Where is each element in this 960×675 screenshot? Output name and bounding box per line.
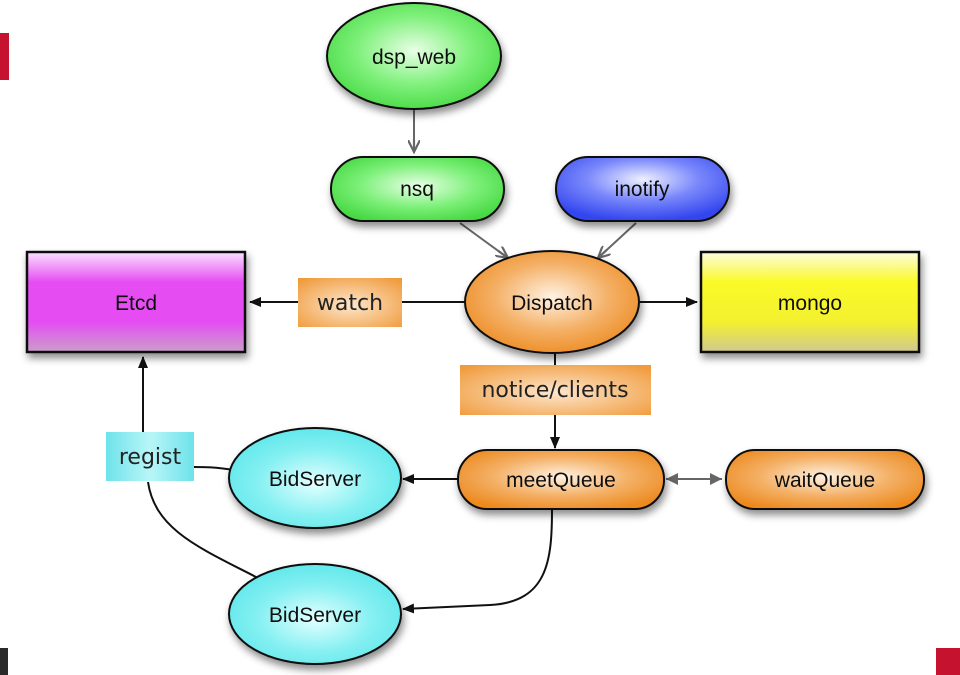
node-dsp-web: dsp_web: [326, 2, 502, 110]
node-inotify: inotify: [555, 156, 730, 222]
node-mongo-label: mongo: [778, 292, 842, 315]
edge-label-watch: watch: [298, 278, 402, 327]
node-etcd-label: Etcd: [115, 292, 157, 315]
node-inotify-label: inotify: [615, 178, 670, 201]
node-dsp-web-label: dsp_web: [372, 46, 456, 69]
node-bidserver-1-label: BidServer: [269, 468, 361, 491]
edge-meetqueue-to-bidserver-2: [402, 508, 553, 614]
edge-label-notice-clients: notice/clients: [460, 365, 651, 415]
slide-accent-bottom-left: [0, 648, 8, 675]
edge-bidserver-1-to-regist: [192, 466, 235, 471]
edge-label-regist-text: regist: [119, 445, 182, 470]
slide-accent-top-left: [0, 33, 9, 80]
node-meetqueue-label: meetQueue: [506, 469, 616, 492]
node-mongo: mongo: [699, 250, 921, 354]
node-nsq-label: nsq: [400, 178, 434, 201]
node-dispatch: Dispatch: [464, 250, 640, 354]
edge-bidserver-2-to-regist: [147, 481, 259, 579]
node-bidserver-2: BidServer: [228, 563, 402, 665]
node-bidserver-1: BidServer: [228, 427, 402, 529]
edge-label-notice-clients-text: notice/clients: [481, 378, 628, 403]
node-bidserver-2-label: BidServer: [269, 604, 361, 627]
edge-nsq-to-dispatch: [459, 222, 508, 258]
edge-label-watch-text: watch: [317, 291, 383, 316]
slide-accent-bottom-right: [936, 648, 960, 675]
node-waitqueue-label: waitQueue: [774, 469, 875, 492]
node-meetqueue: meetQueue: [457, 449, 665, 510]
node-nsq: nsq: [330, 156, 505, 222]
node-etcd: Etcd: [25, 250, 247, 354]
node-dispatch-label: Dispatch: [511, 292, 593, 315]
edge-label-regist: regist: [106, 432, 194, 481]
node-waitqueue: waitQueue: [725, 449, 925, 510]
edge-inotify-to-dispatch: [598, 222, 637, 258]
